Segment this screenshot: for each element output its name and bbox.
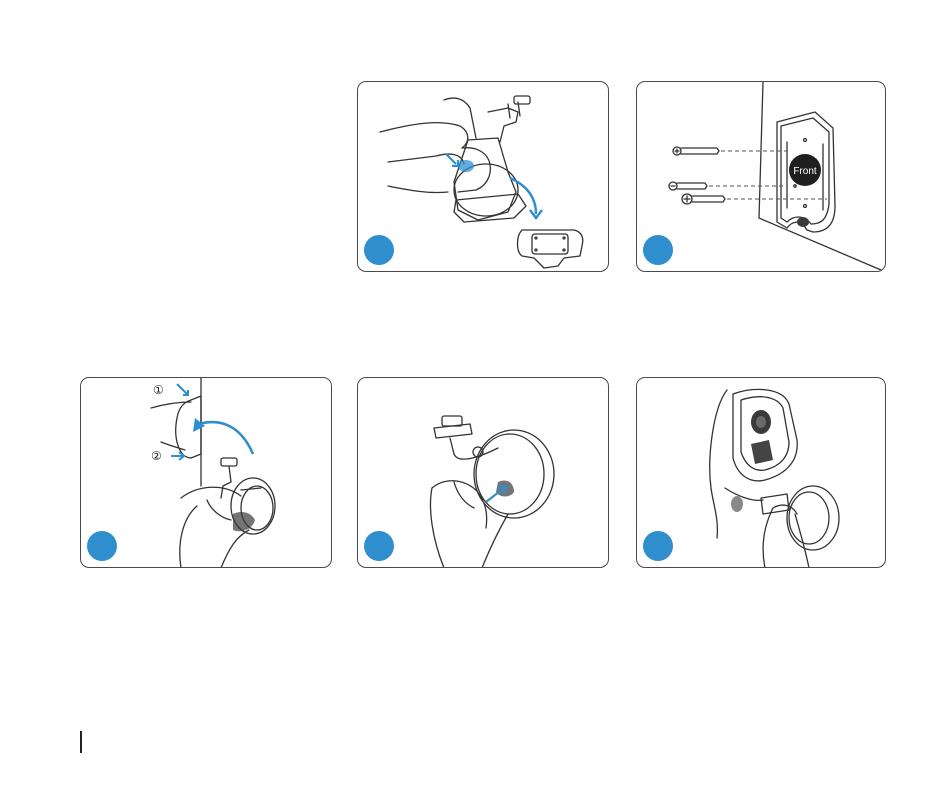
step-remove-mount-panel bbox=[357, 81, 609, 272]
hand-attach-mount-icon: ① ② bbox=[81, 378, 332, 568]
step-number-dot bbox=[364, 531, 394, 561]
step-adjust-mount-panel bbox=[357, 377, 609, 568]
step-number-dot bbox=[643, 235, 673, 265]
hand-press-release-icon bbox=[358, 82, 609, 272]
step-number-dot bbox=[87, 531, 117, 561]
step-attach-camera-panel bbox=[636, 377, 886, 568]
step-attach-mount-panel: ① ② bbox=[80, 377, 332, 568]
marker-two: ② bbox=[151, 449, 162, 463]
step-number-dot bbox=[643, 531, 673, 561]
marker-one: ① bbox=[153, 383, 164, 397]
hand-attach-camera-icon bbox=[637, 378, 886, 568]
step-screw-mount-panel: Front bbox=[636, 81, 886, 272]
screws-mounting-plate-icon: Front bbox=[637, 82, 886, 272]
front-label: Front bbox=[793, 166, 817, 177]
page-margin-rule bbox=[80, 731, 82, 753]
step-number-dot bbox=[364, 235, 394, 265]
hand-adjust-mount-icon bbox=[358, 378, 609, 568]
